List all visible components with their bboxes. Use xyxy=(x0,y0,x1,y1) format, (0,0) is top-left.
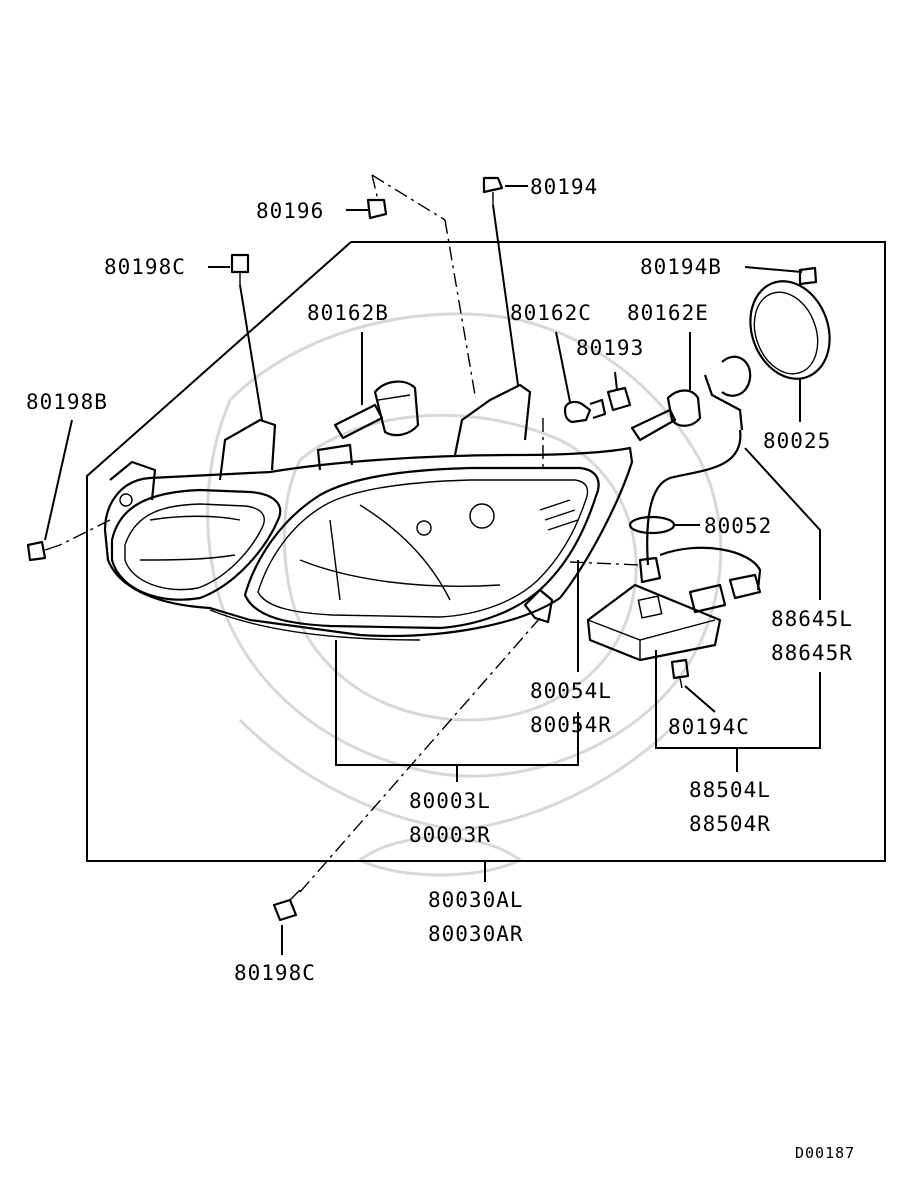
leader-lines xyxy=(44,174,821,955)
label-80193: 80193 xyxy=(576,336,644,360)
socket-80193 xyxy=(606,386,632,412)
label-88504r: 88504R xyxy=(689,812,771,836)
label-88645l: 88645L xyxy=(771,607,853,631)
label-80198b: 80198B xyxy=(26,390,108,414)
screws xyxy=(26,176,818,922)
label-80052: 80052 xyxy=(704,514,772,538)
bulb-80162c xyxy=(563,398,607,424)
label-80025: 80025 xyxy=(763,429,831,453)
label-80030ar: 80030AR xyxy=(428,922,524,946)
label-80030al: 80030AL xyxy=(428,888,524,912)
ballast-88504 xyxy=(586,573,762,662)
label-80054r: 80054R xyxy=(530,713,612,737)
label-80003l: 80003L xyxy=(409,789,491,813)
bulb-80162e xyxy=(630,389,702,442)
headlamp-housing xyxy=(103,383,634,641)
label-80194c: 80194C xyxy=(668,715,750,739)
label-80162c: 80162C xyxy=(510,301,592,325)
part-labels: 80194 80196 80198C 80194B 80162B 80162C … xyxy=(26,175,855,1162)
assembly-outline-box xyxy=(86,241,886,862)
diagram-code: D00187 xyxy=(795,1144,855,1162)
label-80162e: 80162E xyxy=(627,301,709,325)
cap-80025 xyxy=(749,280,831,380)
label-80054l: 80054L xyxy=(530,679,612,703)
label-80194: 80194 xyxy=(530,175,598,199)
label-80198c-top: 80198C xyxy=(104,255,186,279)
label-80162b: 80162B xyxy=(307,301,389,325)
label-88645r: 88645R xyxy=(771,641,853,665)
label-88504l: 88504L xyxy=(689,778,771,802)
bulb-80162b xyxy=(333,380,420,440)
igniter-cable xyxy=(628,355,762,591)
label-80196: 80196 xyxy=(256,199,324,223)
label-80194b: 80194B xyxy=(640,255,722,279)
label-80003r: 80003R xyxy=(409,823,491,847)
label-80198c-bottom: 80198C xyxy=(234,961,316,985)
